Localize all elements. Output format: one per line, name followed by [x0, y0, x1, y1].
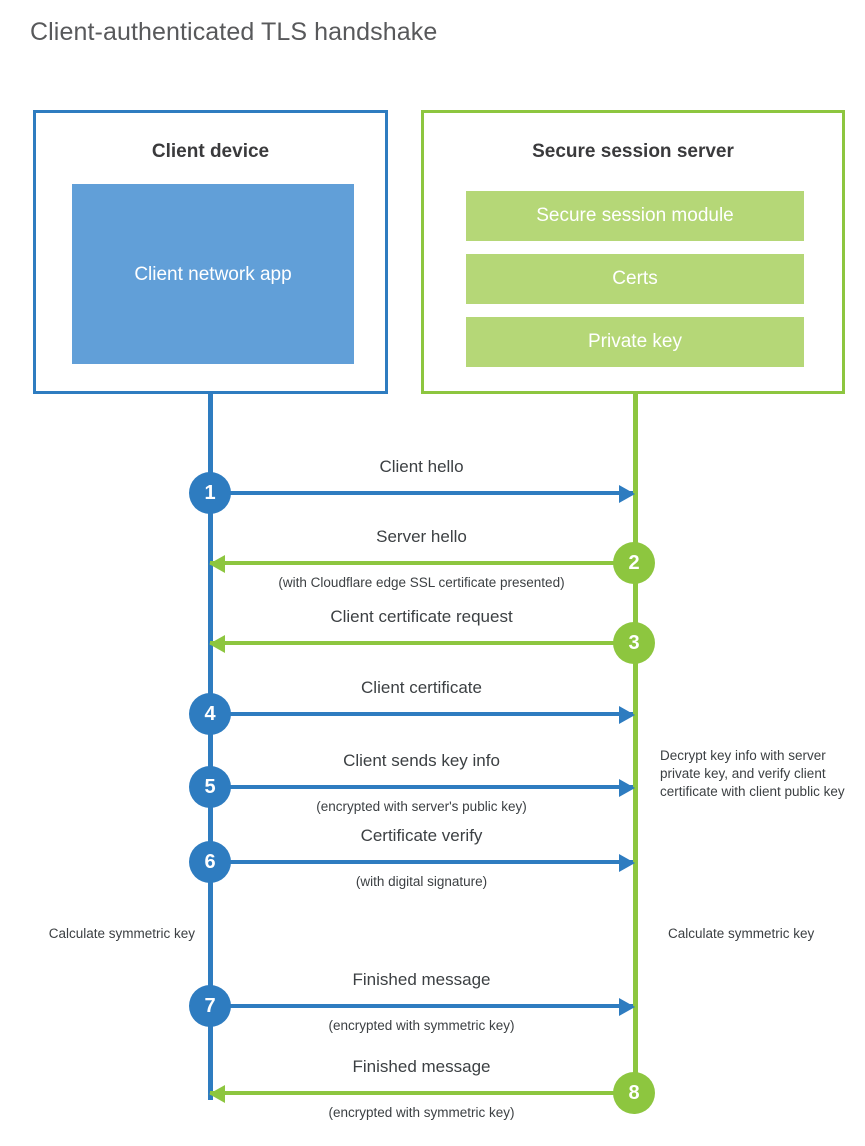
server-item-certs: Certs — [466, 254, 804, 304]
arrow-right-icon-5 — [619, 779, 635, 797]
arrow-left-icon-8 — [209, 1085, 225, 1103]
client-device-box: Client device Client network app — [33, 110, 388, 394]
arrow-right-icon-1 — [619, 485, 635, 503]
note-calculate-symmetric-key-client: Calculate symmetric key — [48, 926, 195, 941]
step-number-badge-4: 4 — [189, 693, 231, 735]
page-title: Client-authenticated TLS handshake — [30, 18, 438, 46]
message-sublabel-5: (encrypted with server's public key) — [316, 799, 527, 814]
secure-session-server-box: Secure session server Secure session mod… — [421, 110, 845, 394]
step-number-badge-6: 6 — [189, 841, 231, 883]
client-network-app-label: Client network app — [134, 263, 292, 285]
step-number-badge-3: 3 — [613, 622, 655, 664]
client-device-title: Client device — [151, 141, 270, 162]
arrow-left-icon-2 — [209, 555, 225, 573]
message-sublabel-8: (encrypted with symmetric key) — [328, 1105, 515, 1120]
message-label-7: Finished message — [352, 970, 491, 989]
message-sublabel-6: (with digital signature) — [355, 874, 488, 889]
message-label-5: Client sends key info — [343, 751, 500, 770]
message-line-3 — [210, 641, 633, 645]
message-label-8: Finished message — [352, 1057, 491, 1076]
message-sublabel-7: (encrypted with symmetric key) — [328, 1018, 515, 1033]
message-sublabel-2: (with Cloudflare edge SSL certificate pr… — [278, 575, 565, 590]
message-label-3: Client certificate request — [330, 607, 513, 626]
message-line-1 — [210, 491, 633, 495]
server-item-private-key: Private key — [466, 317, 804, 367]
step-number-badge-5: 5 — [189, 766, 231, 808]
client-network-app-block: Client network app — [72, 184, 354, 364]
message-line-6 — [210, 860, 633, 864]
arrow-right-icon-4 — [619, 706, 635, 724]
client-lifeline — [208, 394, 213, 1100]
arrow-right-icon-6 — [619, 854, 635, 872]
step-number-badge-2: 2 — [613, 542, 655, 584]
step-number-badge-1: 1 — [189, 472, 231, 514]
note-calculate-symmetric-key-server: Calculate symmetric key — [668, 926, 815, 941]
message-label-4: Client certificate — [361, 678, 482, 697]
server-item-secure-session-module: Secure session module — [466, 191, 804, 241]
message-label-6: Certificate verify — [360, 826, 483, 845]
message-line-8 — [210, 1091, 633, 1095]
message-line-7 — [210, 1004, 633, 1008]
step-number-badge-8: 8 — [613, 1072, 655, 1114]
server-lifeline — [633, 394, 638, 1094]
message-label-2: Server hello — [376, 527, 467, 546]
note-decrypt-key-info: Decrypt key info with server private key… — [660, 748, 845, 799]
arrow-right-icon-7 — [619, 998, 635, 1016]
step-number-badge-7: 7 — [189, 985, 231, 1027]
secure-session-server-title: Secure session server — [532, 141, 734, 162]
arrow-left-icon-3 — [209, 635, 225, 653]
message-line-4 — [210, 712, 633, 716]
message-label-1: Client hello — [379, 457, 464, 476]
message-line-2 — [210, 561, 633, 565]
message-line-5 — [210, 785, 633, 789]
